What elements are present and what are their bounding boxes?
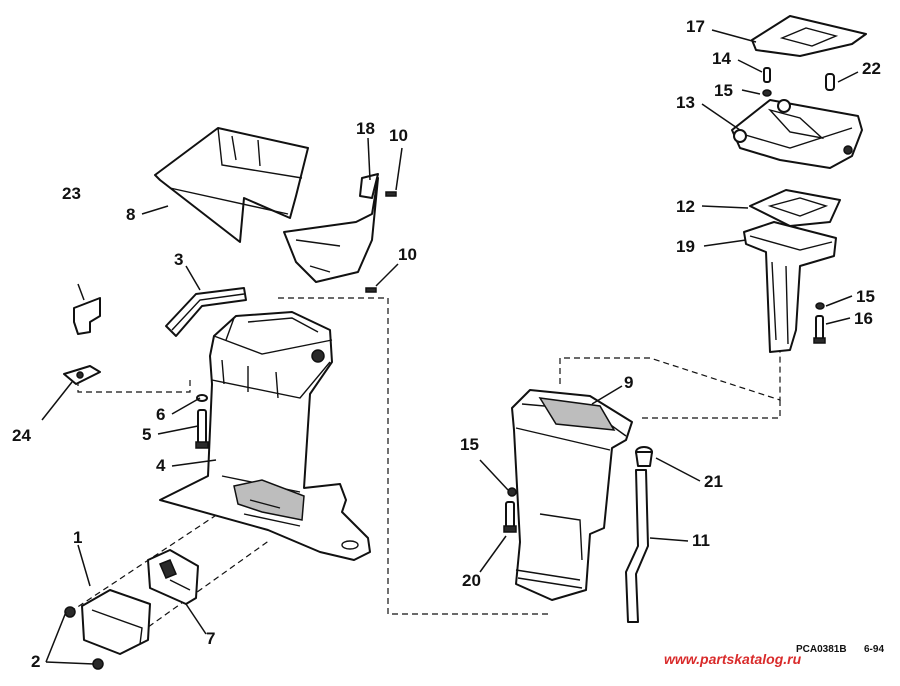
callout-13: 13 [676, 93, 695, 112]
callout-22: 22 [862, 59, 881, 78]
callout-11: 11 [692, 531, 710, 550]
part-15-16-bolt [813, 302, 826, 344]
callout-1: 1 [73, 528, 82, 547]
part-5-6-bolt-washer [195, 394, 209, 449]
callout-2: 2 [31, 652, 40, 671]
part-4-driveshaft-housing [159, 311, 371, 561]
callout-15b: 15 [460, 435, 479, 454]
part-23-bracket [73, 297, 101, 335]
callout-15c: 15 [856, 287, 875, 306]
callout-23: 23 [62, 184, 81, 203]
callout-9: 9 [624, 373, 633, 392]
part-19-adapter [743, 221, 837, 353]
part-15-20-bolt-washer [503, 487, 517, 533]
leader-lines [41, 29, 859, 665]
part-7-block [147, 549, 199, 605]
callout-8: 8 [126, 205, 135, 224]
callout-20: 20 [462, 571, 481, 590]
diagram-date: 6-94 [864, 644, 884, 655]
callout-12: 12 [676, 197, 695, 216]
part-11-21-tube-grommet [625, 446, 653, 623]
callout-6: 6 [156, 405, 165, 424]
callout-10b: 10 [398, 245, 417, 264]
part-2-screws [64, 606, 104, 670]
callout-19: 19 [676, 237, 695, 256]
part-8-upper-cover [154, 127, 309, 243]
callout-16: 16 [854, 309, 873, 328]
part-14-15-22-pins [762, 67, 835, 97]
callout-5: 5 [142, 425, 151, 444]
callout-17: 17 [686, 17, 705, 36]
part-10-screws [365, 191, 397, 293]
part-13-mount-plate [731, 99, 863, 169]
diagram-code: PCA0381B [796, 644, 847, 655]
watermark-link[interactable]: www.partskatalog.ru [664, 651, 802, 667]
part-9-exhaust-housing [511, 389, 633, 601]
part-1-cover-plate [81, 589, 151, 655]
part-18-side-cover [283, 173, 379, 283]
callout-21: 21 [704, 472, 723, 491]
part-12-gasket [749, 189, 841, 227]
callout-15a: 15 [714, 81, 733, 100]
callout-3: 3 [174, 250, 183, 269]
callout-10a: 10 [389, 126, 408, 145]
callout-4: 4 [156, 456, 166, 475]
callout-18: 18 [356, 119, 375, 138]
callout-14: 14 [712, 49, 731, 68]
part-3-strip [165, 287, 247, 337]
part-24-plate [63, 365, 101, 385]
callout-7: 7 [206, 629, 215, 648]
callout-24: 24 [12, 426, 31, 445]
part-17-top-gasket [751, 15, 867, 57]
callout-numbers: 1 2 3 4 5 6 7 8 9 10 10 11 12 13 14 15 1… [12, 17, 881, 671]
